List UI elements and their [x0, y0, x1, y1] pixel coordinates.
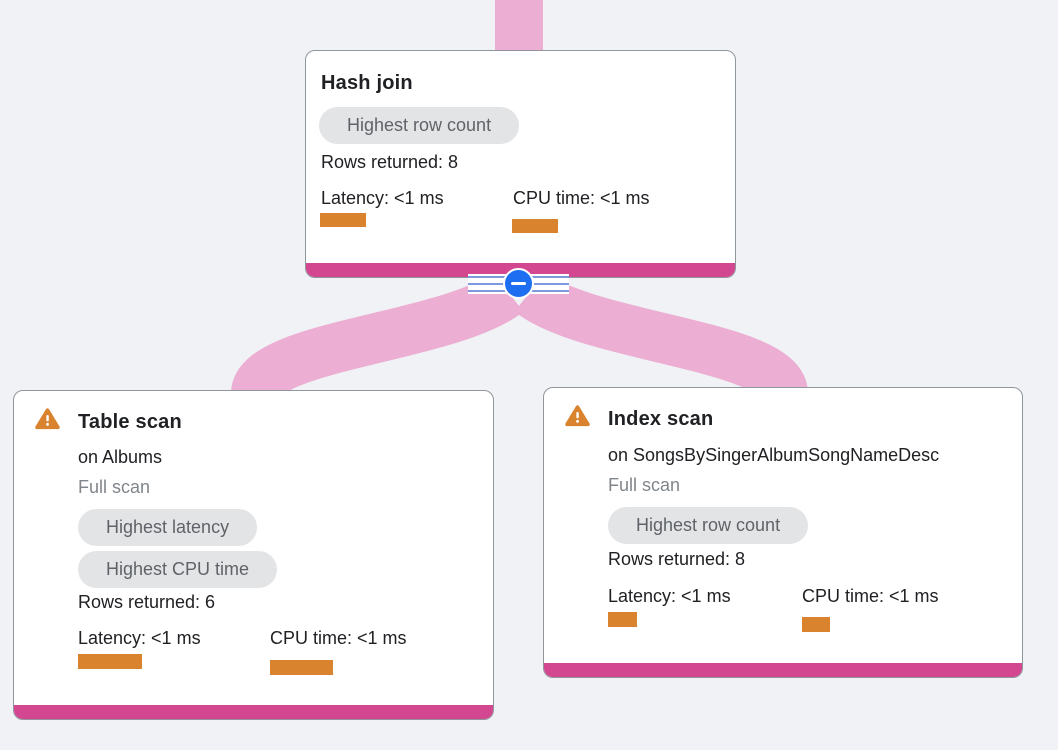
- node-target: on SongsBySingerAlbumSongNameDesc: [608, 445, 940, 465]
- node-footer-bar: [14, 705, 493, 719]
- warning-icon: [35, 408, 60, 430]
- cpu-time-bar: [512, 219, 558, 233]
- rows-returned: Rows returned: 6: [78, 592, 216, 612]
- node-index-scan[interactable]: Index scan on SongsBySingerAlbumSongName…: [543, 387, 1023, 678]
- edge-hashjoin-to-tablescan: [231, 271, 524, 401]
- edge-parent-incoming: [495, 0, 543, 52]
- rows-returned: Rows returned: 8: [321, 152, 459, 172]
- badge-highest-cpu-time: Highest CPU time: [78, 551, 278, 588]
- latency-bar: [78, 654, 142, 669]
- badge-highest-row-count: Highest row count: [608, 507, 809, 544]
- collapse-children-button[interactable]: [503, 268, 534, 299]
- warning-icon: [565, 405, 590, 427]
- latency-label: Latency: <1 ms: [321, 188, 444, 208]
- latency-bar: [320, 213, 366, 227]
- node-footer-bar: [544, 663, 1022, 677]
- node-target: on Albums: [78, 447, 163, 467]
- latency-bar: [608, 612, 637, 627]
- minus-icon: [511, 281, 526, 286]
- latency-label: Latency: <1 ms: [78, 628, 201, 648]
- node-table-scan[interactable]: Table scan on Albums Full scan Highest l…: [13, 390, 494, 720]
- rows-returned: Rows returned: 8: [608, 549, 746, 569]
- node-hash-join[interactable]: Hash join Highest row count Rows returne…: [305, 50, 736, 278]
- badge-highest-row-count: Highest row count: [319, 107, 520, 144]
- scan-mode: Full scan: [78, 477, 151, 497]
- edge-hashjoin-to-indexscan: [514, 271, 808, 401]
- node-title: Index scan: [608, 408, 714, 430]
- node-title: Table scan: [78, 411, 182, 433]
- node-title: Hash join: [321, 72, 413, 94]
- cpu-time-label: CPU time: <1 ms: [513, 188, 650, 208]
- cpu-time-label: CPU time: <1 ms: [802, 586, 939, 606]
- badge-highest-latency: Highest latency: [78, 509, 258, 546]
- scan-mode: Full scan: [608, 475, 681, 495]
- cpu-time-bar: [802, 617, 830, 632]
- cpu-time-bar: [270, 660, 333, 675]
- cpu-time-label: CPU time: <1 ms: [270, 628, 407, 648]
- latency-label: Latency: <1 ms: [608, 586, 731, 606]
